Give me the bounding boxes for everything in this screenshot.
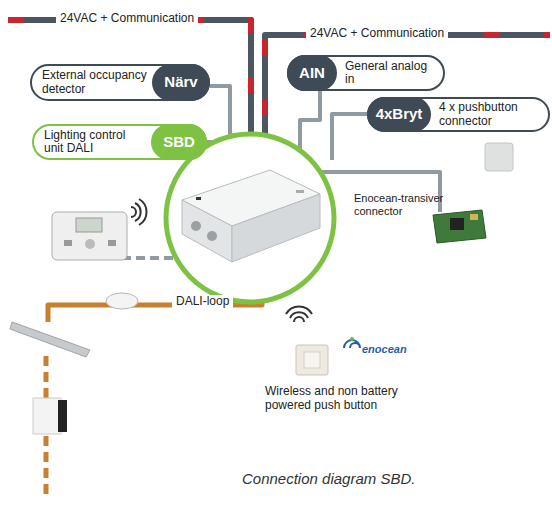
signal-wire	[300, 91, 320, 150]
pushbutton	[485, 143, 513, 171]
labelled-pill: AINGeneral analog in	[287, 55, 445, 91]
labelled-pill: 4xBryt4 x pushbutton connector	[367, 97, 550, 132]
labelled-pill: Lighting control unit DALISBD	[32, 124, 207, 160]
annotation-label: Enocean-transiver connector	[354, 192, 462, 217]
pill-tag: SBD	[151, 124, 207, 160]
enocean-module	[433, 210, 486, 243]
enocean-logo	[344, 337, 360, 348]
labelled-pill: External occupancy detectorNärv	[30, 64, 210, 101]
pill-text: General analog in	[335, 57, 443, 89]
power-wire	[8, 20, 251, 140]
pill-text: 4 x pushbutton connector	[429, 99, 548, 130]
dali-wire	[48, 290, 262, 322]
wifi-symbol	[131, 199, 147, 225]
pill-tag: 4xBryt	[367, 97, 431, 132]
caption: Connection diagram SBD.	[242, 470, 415, 487]
pill-text: External occupancy detector	[32, 66, 154, 99]
annotation-label: 24VAC + Communication	[56, 12, 198, 26]
power-wire	[265, 35, 550, 140]
thermostat	[52, 212, 127, 260]
power-wire	[265, 35, 550, 140]
pill-text: Lighting control unit DALI	[34, 126, 153, 158]
power-wire	[8, 20, 251, 140]
sbd-device	[182, 170, 320, 262]
annotation-label: Wireless and non battery powered push bu…	[265, 385, 400, 413]
wifi-symbol	[286, 306, 312, 322]
annotation-label: enocean	[362, 343, 407, 356]
wall-switch	[33, 398, 67, 434]
wireless-button	[296, 345, 328, 375]
luminaire	[10, 322, 90, 357]
pill-tag: AIN	[287, 55, 337, 91]
annotation-label: DALI-loop	[172, 295, 233, 309]
annotation-label: 24VAC + Communication	[306, 27, 448, 41]
signal-wire	[332, 114, 368, 160]
pill-tag: Närv	[152, 64, 210, 101]
ceiling-sensor	[106, 293, 138, 309]
